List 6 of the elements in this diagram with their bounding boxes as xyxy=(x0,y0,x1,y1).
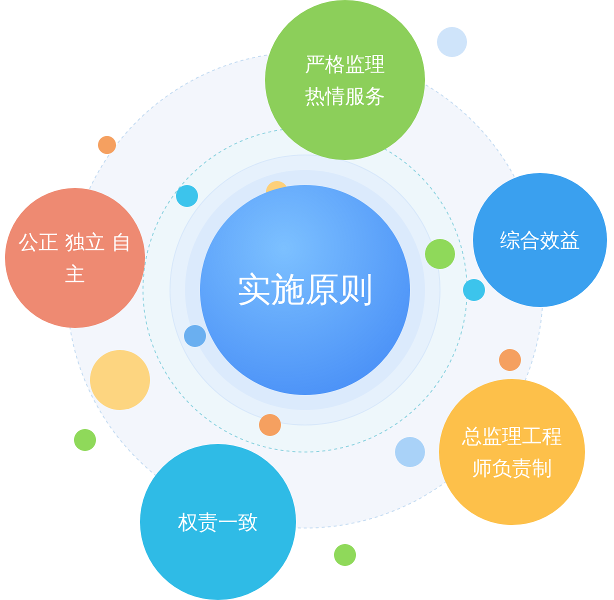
node-label: 总监理工程师负责制 xyxy=(461,423,563,482)
node-label: 综合效益 xyxy=(499,227,581,254)
node-label: 公正 独立 自主 xyxy=(18,229,132,288)
node-label: 权责一致 xyxy=(177,509,259,536)
node-label: 实施原则 xyxy=(236,268,374,312)
node-label: 严格监理热情服务 xyxy=(304,51,386,110)
